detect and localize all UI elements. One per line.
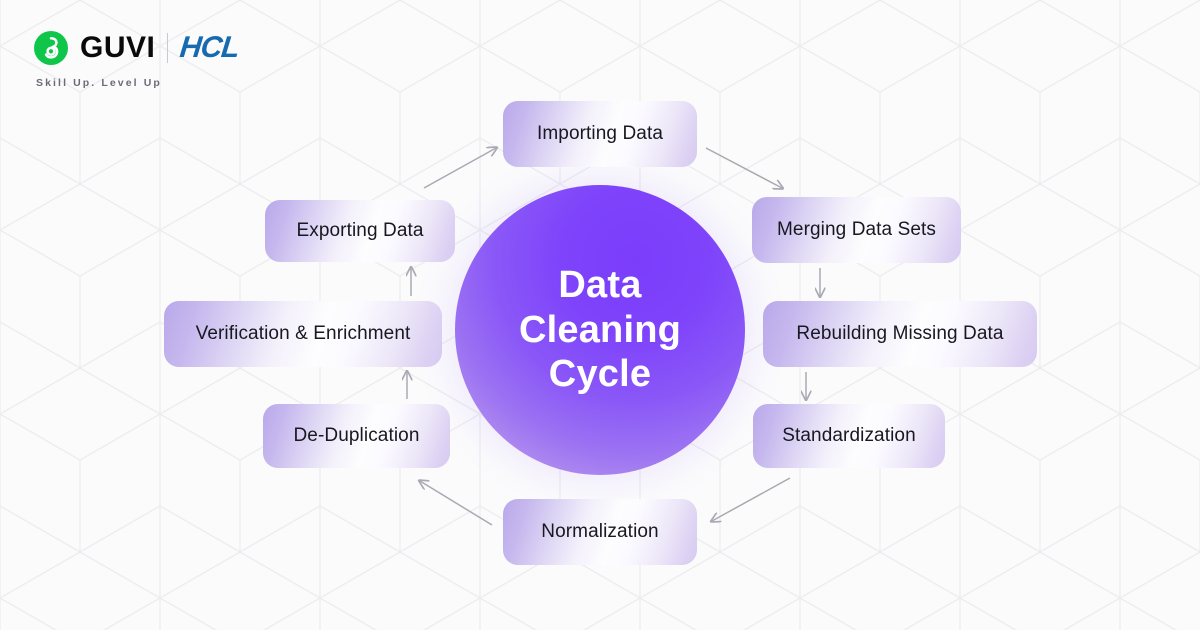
- brand-divider: [167, 33, 169, 63]
- node-rebuilding-missing-data[interactable]: Rebuilding Missing Data: [763, 301, 1037, 367]
- brand-tagline: Skill Up. Level Up: [36, 77, 162, 89]
- node-exporting-data[interactable]: Exporting Data: [265, 200, 455, 262]
- arrow-standardization-to-normalization: [712, 477, 791, 521]
- arrow-exporting-to-importing: [423, 148, 496, 189]
- node-merging-data-sets[interactable]: Merging Data Sets: [752, 197, 961, 263]
- node-normalization[interactable]: Normalization: [503, 499, 697, 565]
- brand-header: GUVI HCL Skill Up. Level Up: [34, 26, 241, 89]
- node-label: Rebuilding Missing Data: [796, 323, 1004, 344]
- node-label: Verification & Enrichment: [195, 323, 411, 344]
- hcl-wordmark: HCL: [178, 31, 241, 64]
- node-de-duplication[interactable]: De-Duplication: [263, 404, 450, 468]
- guvi-wordmark: GUVI: [80, 31, 156, 64]
- node-label: Standardization: [782, 425, 916, 446]
- node-label: Exporting Data: [296, 220, 424, 241]
- arrow-importing-to-merging: [705, 147, 782, 188]
- node-label: Importing Data: [536, 123, 663, 144]
- node-label: Normalization: [541, 521, 659, 542]
- arrow-normalization-to-deduplication: [420, 481, 493, 526]
- center-circle: Data Cleaning Cycle: [455, 185, 745, 475]
- center-title: Data Cleaning Cycle: [518, 264, 682, 396]
- node-label: Merging Data Sets: [776, 219, 937, 240]
- guvi-g-mark-icon: [34, 31, 68, 65]
- node-importing-data[interactable]: Importing Data: [503, 101, 697, 167]
- brand-logo-row: GUVI HCL: [34, 26, 241, 70]
- node-label: De-Duplication: [293, 425, 420, 446]
- node-verification-enrichment[interactable]: Verification & Enrichment: [164, 301, 442, 367]
- node-standardization[interactable]: Standardization: [753, 404, 945, 468]
